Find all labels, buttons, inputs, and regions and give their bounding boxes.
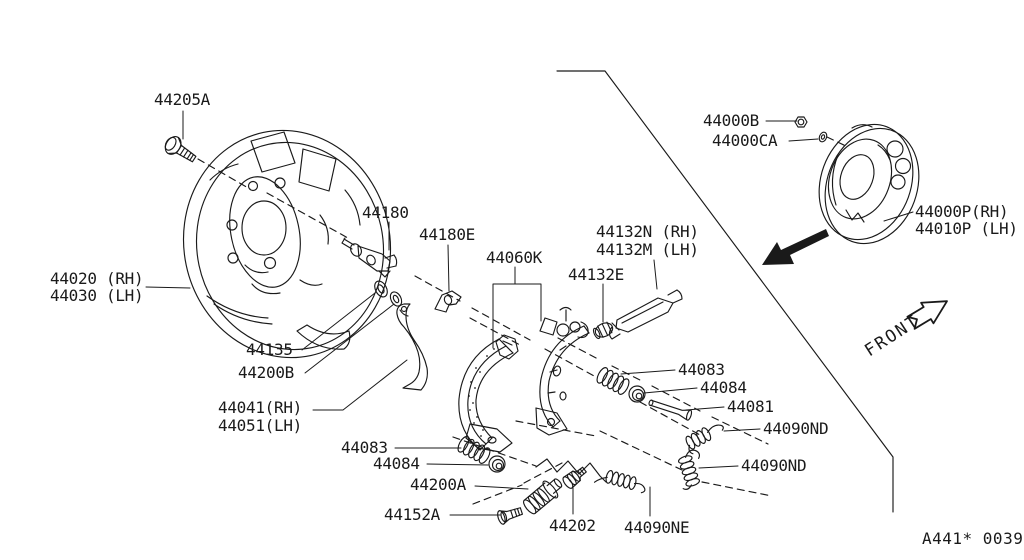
label-44202: 44202 [549,516,596,535]
label-44084-left: 44084 [373,454,420,473]
label-44090ne: 44090NE [624,518,690,537]
shoe-lining-dots [468,348,495,443]
spring-cup-44084-right [628,385,646,403]
label-44060k: 44060K [486,248,542,267]
label-44180e: 44180E [419,225,475,244]
nut-44000b [794,116,808,128]
label-44205a: 44205A [154,90,210,109]
label-44180: 44180 [362,203,409,222]
cap-44132e [592,321,614,340]
brake-lever-44041 [396,303,428,391]
label-44132m-lh: 44132M (LH) [596,240,699,259]
return-spring-44090nd-lower [677,449,701,490]
return-spring-44090nd-upper [685,424,724,455]
bolt-44205a [164,136,197,163]
install-direction-arrow [762,229,829,265]
hold-down-pin-44081 [648,399,693,421]
adjuster-44200a [523,478,563,515]
brake-shoe-left [458,334,519,453]
backing-plate [182,129,392,359]
label-44000ca: 44000CA [712,131,778,150]
label-44000b: 44000B [703,111,759,130]
label-44090nd-lower: 44090ND [741,456,807,475]
leader-lines [145,110,914,517]
toggle-lever-44180 [341,237,398,278]
label-44020-rh: 44020 (RH) [50,269,144,288]
spring-cup-44084-left [488,455,506,473]
label-44152a: 44152A [384,505,440,524]
front-direction-arrow [906,300,948,330]
hold-down-spring-44083-right [596,367,630,395]
label-44090nd-upper: 44090ND [763,419,829,438]
label-44200b: 44200B [238,363,294,382]
label-44041-rh: 44041(RH) [218,398,302,417]
label-44200a: 44200A [410,475,466,494]
label-44051-lh: 44051(LH) [218,416,302,435]
return-spring-44090ne [593,469,646,494]
installed-brake-assembly [818,123,920,245]
bolt-44152a [497,507,523,525]
break-zigzag-line [535,458,607,483]
label-44084-right: 44084 [700,378,747,397]
washer-44135 [374,280,388,298]
label-44000p-rh: 44000P(RH) [915,202,1009,221]
label-44083-left: 44083 [341,438,388,457]
label-44132e: 44132E [568,265,624,284]
label-44132n-rh: 44132N (RH) [596,222,699,241]
label-44135: 44135 [246,340,293,359]
hold-down-spring-44083-left [457,436,491,464]
label-44010p-lh: 44010P (LH) [915,219,1018,238]
view-separator-line [556,70,894,513]
brake-shoe-right [535,306,590,436]
label-44081: 44081 [727,397,774,416]
adjuster-strut-44132 [608,289,683,340]
drawing-code: A441* 0039 [922,529,1024,548]
assembly-axis-dashes [197,136,849,505]
label-44083-right: 44083 [678,360,725,379]
label-44030-lh: 44030 (LH) [50,286,144,305]
washer-44000ca [818,131,828,143]
